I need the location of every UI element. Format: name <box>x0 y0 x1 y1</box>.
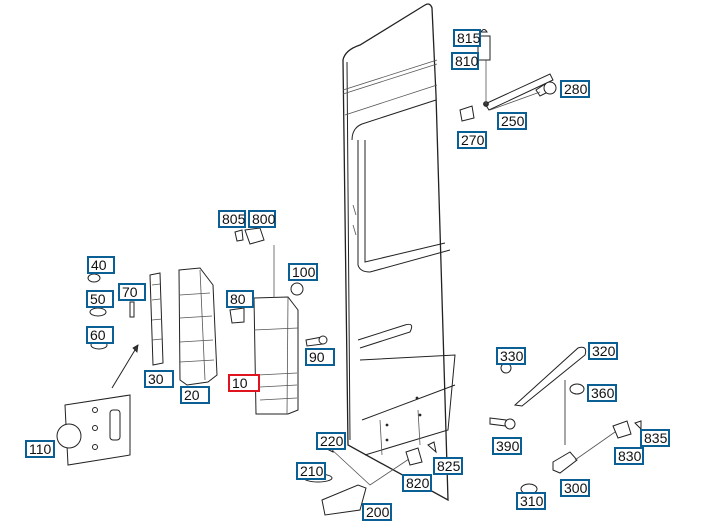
callout-10[interactable]: 10 <box>228 374 260 392</box>
callout-30[interactable]: 30 <box>144 370 174 388</box>
rear-door <box>342 3 456 502</box>
callout-815[interactable]: 815 <box>453 29 481 47</box>
handle-assembly <box>489 346 587 445</box>
callout-825[interactable]: 825 <box>433 457 463 475</box>
callout-220[interactable]: 220 <box>316 432 346 450</box>
callout-40[interactable]: 40 <box>87 256 115 274</box>
callout-100[interactable]: 100 <box>288 263 318 281</box>
installation-note <box>56 394 131 466</box>
callout-820[interactable]: 820 <box>402 474 432 492</box>
callout-280[interactable]: 280 <box>560 80 590 98</box>
right-tail-lamp <box>253 245 299 415</box>
callout-70[interactable]: 70 <box>118 283 146 301</box>
small-parts-mid <box>229 227 328 347</box>
callout-50[interactable]: 50 <box>86 290 114 308</box>
callout-800[interactable]: 800 <box>248 210 276 228</box>
license-lamp-assembly <box>520 420 642 495</box>
callout-360[interactable]: 360 <box>587 384 617 402</box>
callout-250[interactable]: 250 <box>497 112 527 130</box>
callout-310[interactable]: 310 <box>516 492 546 510</box>
callout-810[interactable]: 810 <box>451 52 479 70</box>
callout-90[interactable]: 90 <box>305 348 335 366</box>
gas-strut-assembly <box>459 29 557 122</box>
callout-300[interactable]: 300 <box>560 479 590 497</box>
callout-110[interactable]: 110 <box>25 440 55 458</box>
callout-330[interactable]: 330 <box>496 347 526 365</box>
callout-830[interactable]: 830 <box>614 447 644 465</box>
callout-320[interactable]: 320 <box>588 342 618 360</box>
bulb-carrier <box>149 272 164 366</box>
callout-20[interactable]: 20 <box>180 386 210 404</box>
callout-80[interactable]: 80 <box>226 290 254 308</box>
callout-805[interactable]: 805 <box>218 210 246 228</box>
callout-200[interactable]: 200 <box>362 503 392 521</box>
callout-835[interactable]: 835 <box>640 429 670 447</box>
callout-210[interactable]: 210 <box>296 462 326 480</box>
arrow <box>111 344 139 389</box>
brake-lamp-assembly <box>303 441 437 516</box>
callout-270[interactable]: 270 <box>457 131 487 149</box>
callout-60[interactable]: 60 <box>86 326 114 344</box>
callout-390[interactable]: 390 <box>492 437 522 455</box>
left-tail-lamp <box>178 267 218 386</box>
